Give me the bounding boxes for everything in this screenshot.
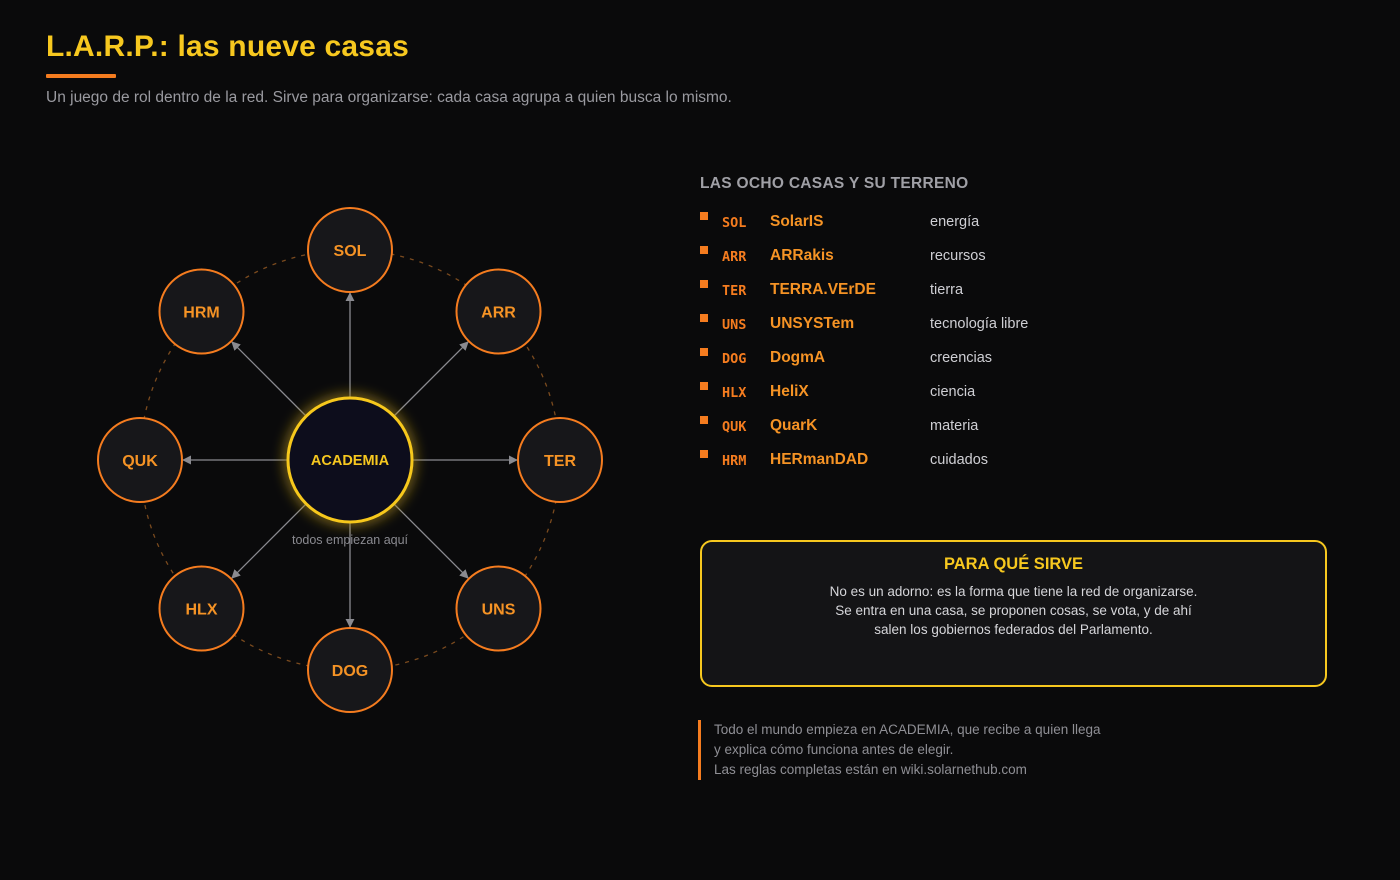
houses-diagram: SOL ARR TER UNS DOG HLX QUK HRM ACADEMIA todos … [97,207,603,713]
house-name: ARRakis [770,247,834,264]
house-code: HRM [722,453,747,469]
house-node-label: UNS [482,602,516,619]
edge-academia-uns [394,504,469,579]
house-node-circle [455,268,542,355]
house-node-label: SOL [334,243,367,260]
house-node-circle [307,207,393,293]
house-node-sol[interactable]: SOL [307,207,393,293]
edge-academia-arr [394,341,469,416]
diagram-edges [182,292,518,628]
note-line: Las reglas completas están en wiki.solar… [714,762,1027,777]
house-node-hrm[interactable]: HRM [158,268,245,355]
house-row-hlx: HLX HeliX ciencia [700,375,1340,409]
house-domain: tecnología libre [930,316,1029,332]
edge-academia-hrm [231,341,306,416]
house-node-label: TER [544,453,576,470]
house-name: TERRA.VErDE [770,281,876,298]
house-node-hlx[interactable]: HLX [158,565,245,652]
square-bullet-icon [700,280,708,288]
center-node-circle [286,396,414,524]
center-node[interactable]: ACADEMIA [286,396,414,524]
house-code: SOL [722,215,747,231]
house-code: TER [722,283,747,299]
square-bullet-icon [700,348,708,356]
house-code: QUK [722,419,747,435]
house-row-hrm: HRM HERmanDAD cuidados [700,443,1340,477]
square-bullet-icon [700,212,708,220]
house-row-uns: UNS UNSYSTem tecnología libre [700,307,1340,341]
house-row-arr: ARR ARRakis recursos [700,239,1340,273]
house-name: UNSYSTem [770,315,855,332]
houses-section-title: LAS OCHO CASAS Y SU TERRENO [700,175,969,192]
house-node-circle [307,627,393,713]
house-node-label: DOG [332,663,368,680]
purpose-line: No es un adorno: es la forma que tiene l… [829,584,1198,599]
house-node-label: QUK [122,453,158,470]
house-node-circle [158,565,245,652]
square-bullet-icon [700,450,708,458]
note-line: y explica cómo funciona antes de elegir. [714,742,954,757]
info-note: Todo el mundo empieza en ACADEMIA, que r… [698,720,1100,780]
house-node-label: HRM [183,305,219,322]
square-bullet-icon [700,314,708,322]
page-subtitle: Un juego de rol dentro de la red. Sirve … [46,89,732,106]
houses-list: SOL SolarIS energía ARR ARRakis recursos… [700,205,1340,477]
house-row-sol: SOL SolarIS energía [700,205,1340,239]
square-bullet-icon [700,382,708,390]
house-name: HERmanDAD [770,451,869,468]
house-code: HLX [722,385,747,401]
house-name: SolarIS [770,213,824,230]
house-name: QuarK [770,417,818,434]
house-node-label: ARR [481,305,516,322]
house-code: ARR [722,249,747,265]
title-underline [46,74,116,78]
house-node-quk[interactable]: QUK [97,417,183,503]
page-title: L.A.R.P.: las nueve casas [46,30,409,63]
house-row-quk: QUK QuarK materia [700,409,1340,443]
house-node-arr[interactable]: ARR [455,268,542,355]
house-code: UNS [722,317,747,333]
center-node-label: ACADEMIA [311,453,390,469]
house-row-ter: TER TERRA.VErDE tierra [700,273,1340,307]
square-bullet-icon [700,416,708,424]
house-node-circle [455,565,542,652]
house-row-dog: DOG DogmA creencias [700,341,1340,375]
house-domain: cuidados [930,452,989,468]
diagram-outer-nodes: SOL ARR TER UNS DOG HLX QUK HRM [97,207,603,713]
square-bullet-icon [700,246,708,254]
purpose-title: PARA QUÉ SIRVE [943,555,1084,573]
house-domain: materia [930,418,979,434]
house-domain: ciencia [930,384,976,400]
note-line: Todo el mundo empieza en ACADEMIA, que r… [714,722,1101,737]
house-node-ter[interactable]: TER [517,417,603,503]
center-caption: todos empiezan aquí [292,533,409,547]
house-name: HeliX [770,383,809,400]
purpose-line: Se entra en una casa, se proponen cosas,… [835,603,1192,618]
house-node-dog[interactable]: DOG [307,627,393,713]
house-domain: energía [930,214,980,230]
house-node-uns[interactable]: UNS [455,565,542,652]
house-domain: recursos [930,248,986,264]
house-code: DOG [722,351,747,367]
purpose-box: PARA QUÉ SIRVE No es un adorno: es la fo… [700,540,1327,687]
edge-academia-hlx [231,504,306,579]
house-domain: tierra [930,282,964,298]
purpose-line: salen los gobiernos federados del Parlam… [874,622,1153,637]
house-node-circle [97,417,183,503]
house-domain: creencias [930,350,993,366]
house-node-label: HLX [186,602,218,619]
house-node-circle [517,417,603,503]
house-name: DogmA [770,349,826,366]
house-node-circle [158,268,245,355]
